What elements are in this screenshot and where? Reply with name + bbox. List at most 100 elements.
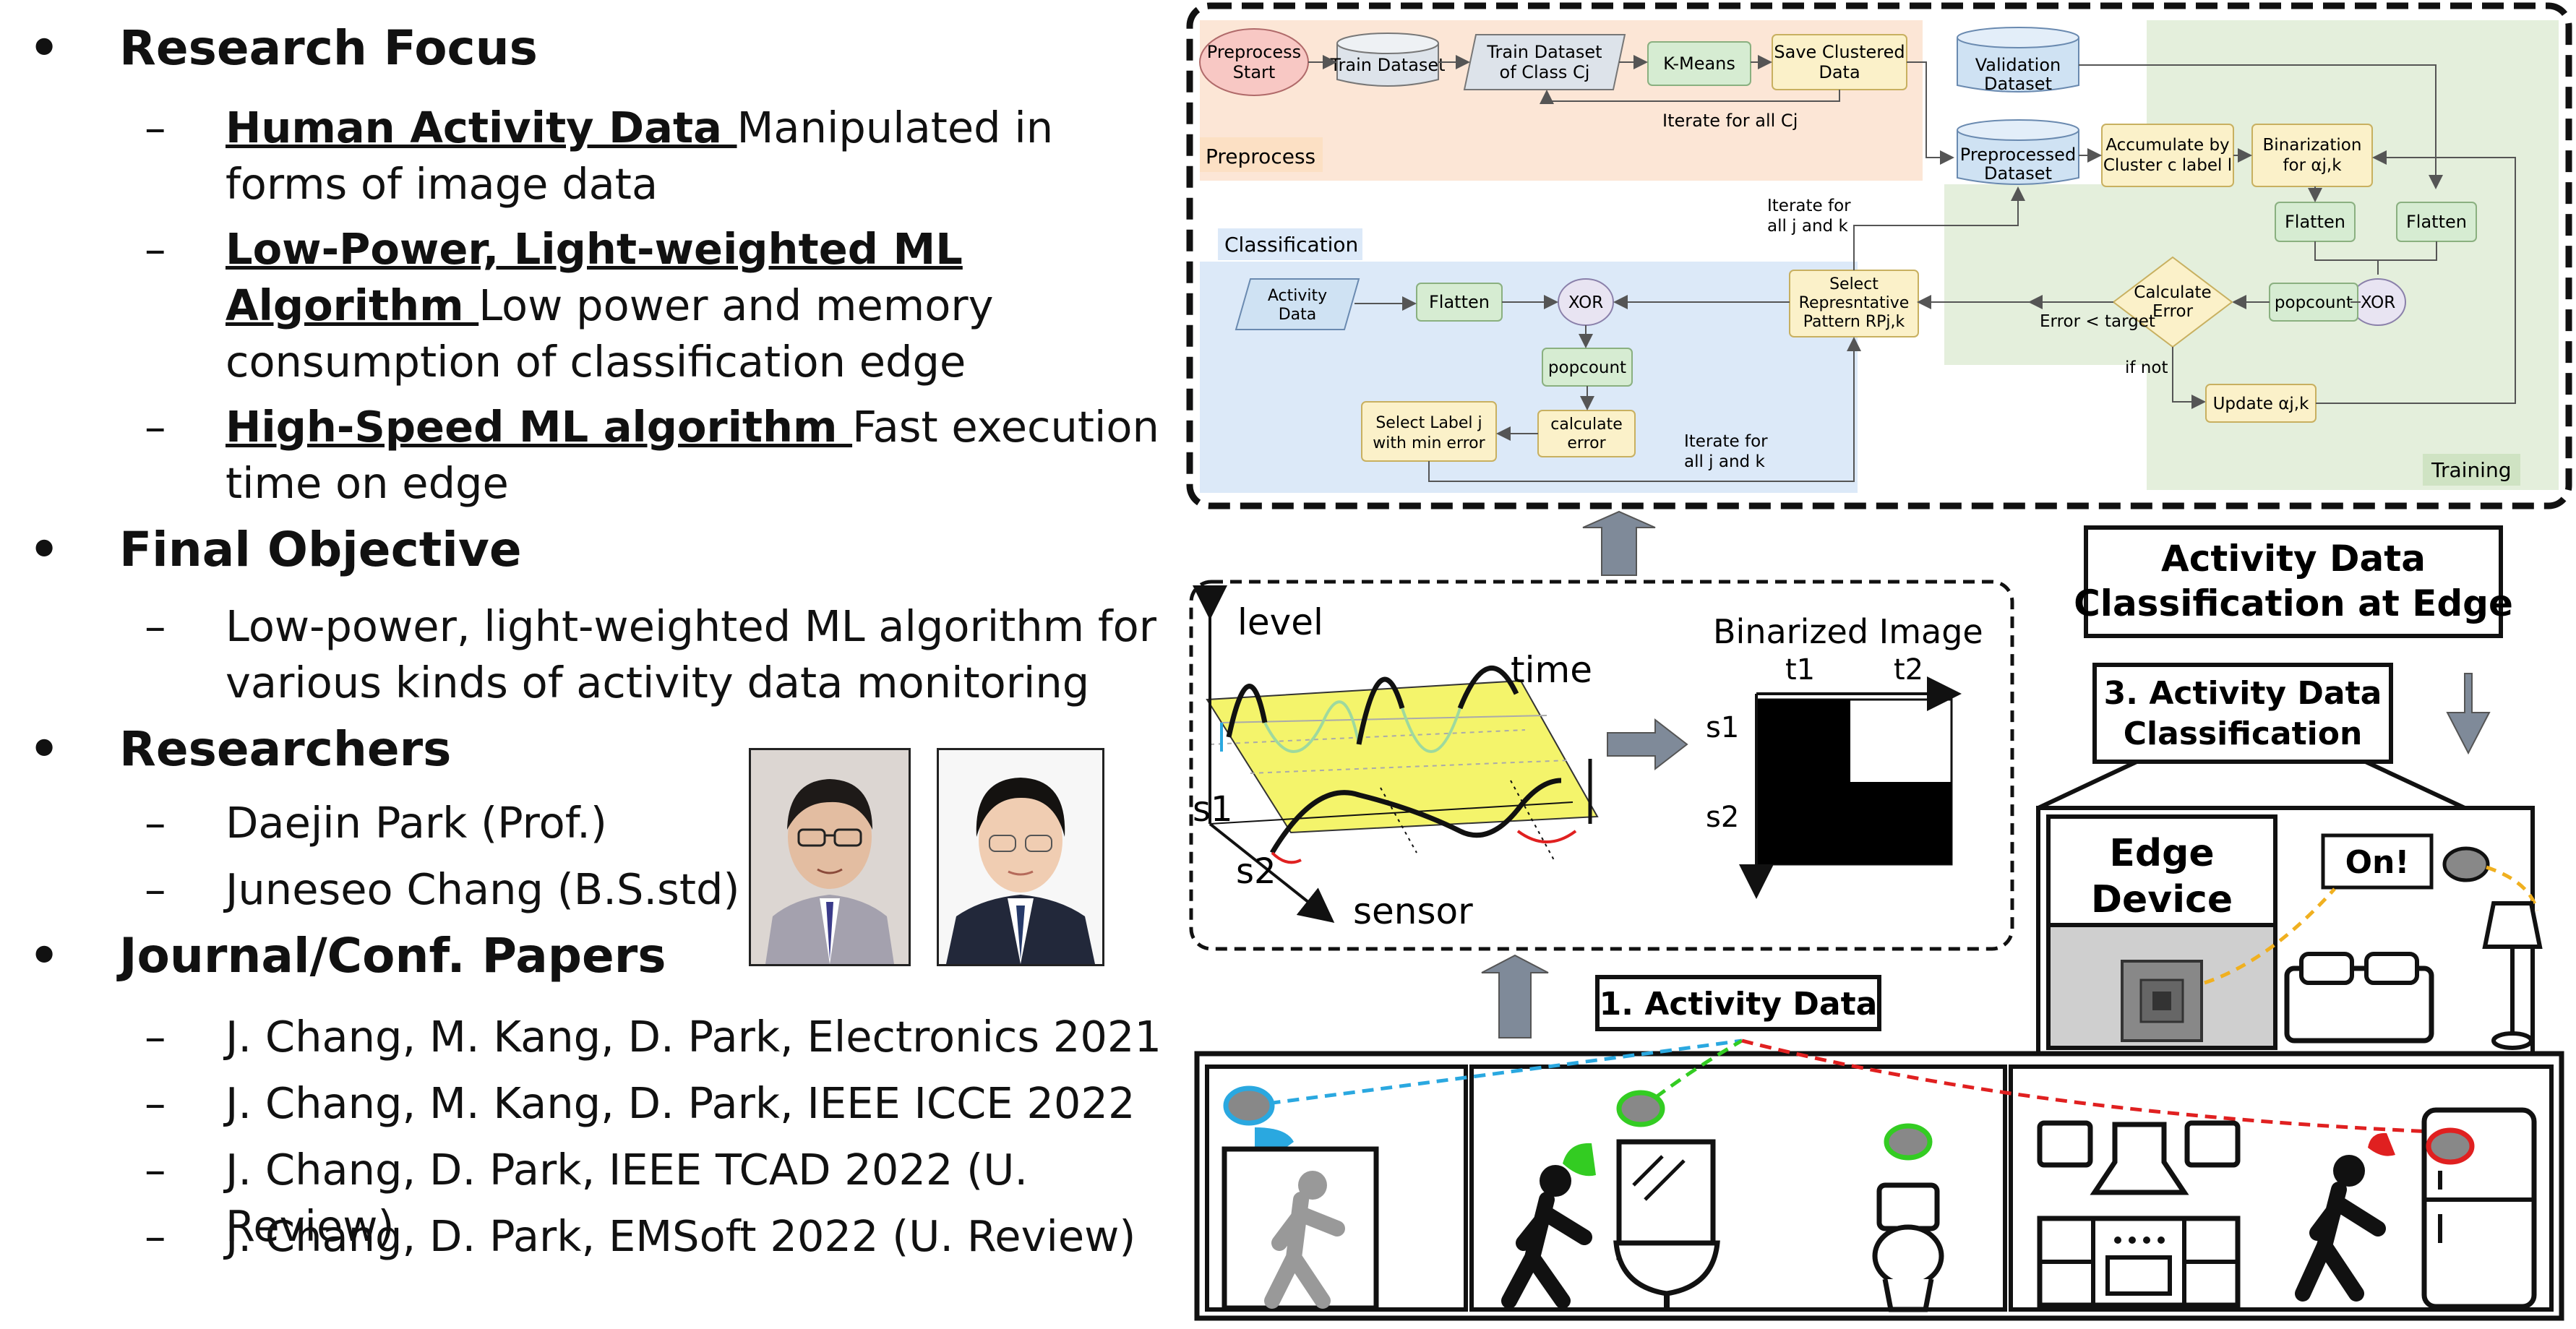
paper-citation: J. Chang, D. Park, EMSoft 2022 (U. Revie… bbox=[226, 1211, 1136, 1261]
bullet: • bbox=[29, 928, 60, 984]
text-column: • Research Focus – Human Activity Data M… bbox=[0, 0, 1185, 1326]
preprocess-start-node: Preprocess Start bbox=[1199, 28, 1309, 96]
svg-text:Train Dataset: Train Dataset bbox=[1329, 55, 1445, 75]
on-label: On! bbox=[2321, 833, 2434, 890]
right-arrow-icon bbox=[1607, 718, 1688, 771]
step1-box: 1. Activity Data bbox=[1595, 975, 1881, 1031]
item-text: Low power and memory consumption of clas… bbox=[226, 280, 994, 387]
iterate-jk-label: Iterate for bbox=[1767, 197, 1851, 215]
dash: – bbox=[145, 601, 166, 651]
svg-text:Activity Data: Activity Data bbox=[2161, 538, 2426, 580]
svg-text:s2: s2 bbox=[1706, 801, 1739, 834]
flatten-node-2: Flatten bbox=[2396, 202, 2477, 242]
validation-dataset-node: Validation Dataset bbox=[1957, 27, 2079, 94]
svg-text:Represntative: Represntative bbox=[1799, 294, 1910, 312]
svg-text:Select Label j: Select Label j bbox=[1375, 414, 1482, 432]
bullet: • bbox=[29, 20, 60, 76]
svg-text:Start: Start bbox=[1233, 62, 1276, 82]
calculate-error-small-node: calculate error bbox=[1537, 410, 1636, 457]
svg-text:Classification at Edge: Classification at Edge bbox=[2074, 582, 2513, 624]
xor-node-class: XOR bbox=[1558, 278, 1614, 326]
svg-text:Dataset: Dataset bbox=[1984, 163, 2052, 184]
dash: – bbox=[145, 1078, 166, 1128]
dash: – bbox=[145, 402, 166, 452]
dash: – bbox=[145, 864, 166, 914]
if-not-label: if not bbox=[2125, 358, 2168, 377]
svg-text:Flatten: Flatten bbox=[2285, 212, 2345, 232]
svg-text:sensor: sensor bbox=[1353, 890, 1473, 932]
svg-text:Dataset: Dataset bbox=[1984, 74, 2052, 94]
dash: – bbox=[145, 798, 166, 848]
svg-text:XOR: XOR bbox=[2361, 293, 2395, 312]
room-kitchen bbox=[2037, 1107, 2537, 1309]
svg-text:Select: Select bbox=[1829, 275, 1879, 293]
svg-text:Save Clustered: Save Clustered bbox=[1774, 42, 1905, 62]
item-text: Fast execution time on edge bbox=[226, 402, 1159, 508]
svg-text:Pattern RPj,k: Pattern RPj,k bbox=[1803, 313, 1905, 331]
flatten-node-class: Flatten bbox=[1416, 283, 1503, 322]
svg-text:Preprocess: Preprocess bbox=[1207, 42, 1301, 62]
svg-text:with min error: with min error bbox=[1373, 434, 1485, 452]
binarized-image: Binarized Image t1 t2 s1 s2 bbox=[1706, 612, 1983, 899]
paper-citation: J. Chang, D. Park, IEEE TCAD 2022 (U. Re… bbox=[226, 1145, 1029, 1251]
down-arrow-icon bbox=[2446, 673, 2491, 755]
preprocessed-dataset-node: Preprocessed Dataset bbox=[1957, 119, 2079, 185]
diagram-column: Preprocess Classification Training Prepr… bbox=[1185, 0, 2576, 1326]
preprocess-label: Preprocess bbox=[1206, 145, 1315, 168]
item-text: Low-power, light-weighted ML algorithm f… bbox=[226, 601, 1156, 707]
svg-text:Accumulate by: Accumulate by bbox=[2105, 136, 2229, 155]
svg-text:all j and k: all j and k bbox=[1684, 452, 1765, 471]
calculate-error-node: Calculate Error bbox=[2112, 256, 2233, 348]
dash: – bbox=[145, 1211, 166, 1261]
svg-text:all j and k: all j and k bbox=[1767, 217, 1848, 236]
lamp-icon bbox=[2482, 901, 2543, 1050]
section-title: Research Focus bbox=[119, 20, 538, 76]
paper-citation: J. Chang, M. Kang, D. Park, Electronics … bbox=[226, 1012, 1162, 1062]
up-arrow-icon bbox=[1481, 954, 1549, 1038]
edge-device: Edge Device bbox=[2046, 814, 2277, 1050]
sensor-3d-plot: level time s1 s2 sensor bbox=[1193, 585, 1599, 932]
svg-text:Preprocessed: Preprocessed bbox=[1960, 145, 2076, 165]
binarization-node: Binarization for αj,k bbox=[2251, 124, 2373, 187]
researcher-photo-student bbox=[937, 748, 1104, 966]
classification-label: Classification bbox=[1224, 233, 1358, 257]
svg-text:error: error bbox=[1567, 434, 1606, 452]
iterate-jk2-label: Iterate for bbox=[1684, 432, 1768, 451]
svg-text:3. Activity Data: 3. Activity Data bbox=[2104, 675, 2382, 712]
svg-text:On!: On! bbox=[2345, 844, 2410, 881]
activity-data-node: Activity Data bbox=[1235, 278, 1360, 330]
kmeans-node: K-Means bbox=[1647, 41, 1751, 86]
item-text: Manipulated in forms of image data bbox=[226, 103, 1054, 209]
up-arrow-icon bbox=[1582, 510, 1656, 576]
title-box: Activity Data Classification at Edge bbox=[2074, 525, 2513, 638]
svg-text:s1: s1 bbox=[1706, 711, 1739, 744]
svg-text:Calculate: Calculate bbox=[2134, 283, 2211, 302]
error-target-label: Error < target bbox=[2040, 312, 2155, 331]
svg-text:Update αj,k: Update αj,k bbox=[2213, 395, 2309, 413]
svg-text:time: time bbox=[1511, 649, 1592, 691]
svg-text:Activity: Activity bbox=[1268, 287, 1327, 305]
save-clustered-node: Save Clustered Data bbox=[1772, 34, 1907, 90]
step3-box: 3. Activity Data Classification bbox=[2092, 663, 2393, 764]
room-bathroom bbox=[1501, 1090, 1944, 1312]
svg-text:Data: Data bbox=[1279, 306, 1317, 324]
popcount-node-class: popcount bbox=[1542, 348, 1633, 387]
svg-text:popcount: popcount bbox=[2275, 293, 2353, 312]
bullet: • bbox=[29, 522, 60, 577]
svg-text:calculate: calculate bbox=[1550, 416, 1622, 434]
train-dataset-node: Train Dataset bbox=[1329, 33, 1446, 87]
dash: – bbox=[145, 1145, 166, 1195]
svg-text:XOR: XOR bbox=[1568, 293, 1603, 312]
accumulate-node: Accumulate by Cluster c label l bbox=[2101, 124, 2234, 187]
item-text: Juneseo Chang (B.S.std) bbox=[226, 864, 740, 914]
section-title: Final Objective bbox=[119, 522, 522, 577]
room-entrance bbox=[1222, 1085, 1379, 1311]
svg-text:Validation: Validation bbox=[1975, 55, 2061, 75]
svg-text:Edge: Edge bbox=[2109, 832, 2214, 875]
training-label: Training bbox=[2431, 458, 2511, 482]
section-title: Researchers bbox=[119, 721, 452, 777]
flatten-node-1: Flatten bbox=[2275, 202, 2356, 242]
paper-citation: J. Chang, M. Kang, D. Park, IEEE ICCE 20… bbox=[226, 1078, 1135, 1128]
svg-text:Data: Data bbox=[1819, 62, 1860, 82]
item-head: Human Activity Data bbox=[226, 103, 737, 152]
